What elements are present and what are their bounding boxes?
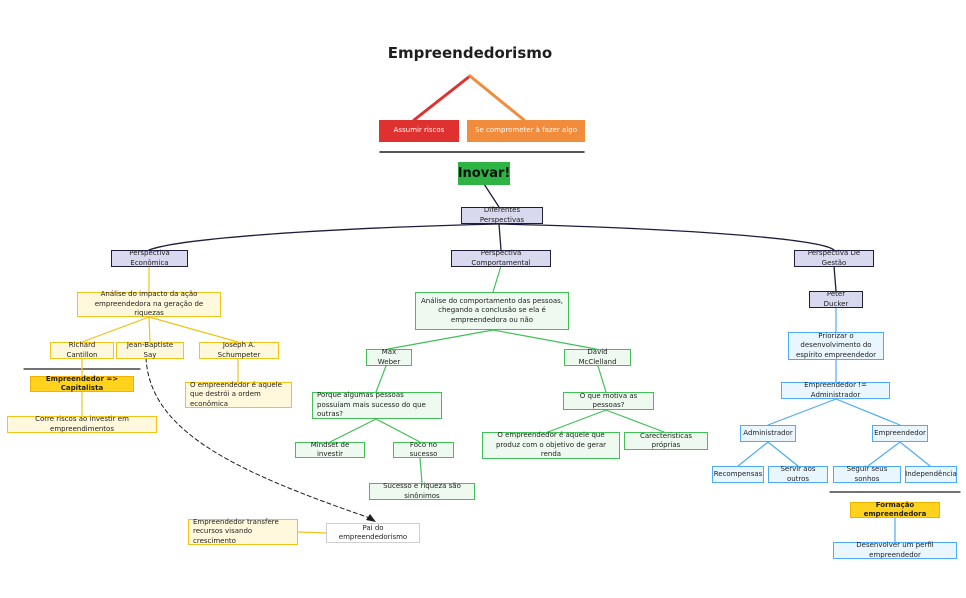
node-david-mcclelland: David McClelland	[564, 348, 631, 366]
node-destroi-ordem: O empreendedor é aquele que destrói a or…	[185, 381, 292, 408]
connector	[148, 316, 239, 343]
node-seguir-sonhos: Seguir seus sonhos	[833, 465, 901, 483]
node-perspectiva-gestao: Perspectiva De Gestão	[794, 249, 874, 267]
node-pai-empreendedorismo: Pai do empreendedorismo	[326, 523, 420, 543]
connector	[329, 418, 377, 443]
node-perspectiva-economica: Perspectiva Econômica	[111, 249, 188, 267]
node-assumir-riscos: Assumir riscos	[379, 120, 459, 142]
node-diferentes-perspectivas: Diferentes Perspectivas	[461, 206, 543, 224]
connector	[605, 409, 665, 433]
node-desenvolver-perfil: Desenvolver um perfil empreendedor	[833, 541, 957, 559]
node-empreendedor-capitalista: Empreendedor => Capitalista	[30, 375, 134, 392]
node-servir-aos-outros: Servir aos outros	[768, 465, 828, 483]
node-jean-baptiste-say: Jean-Baptiste Say	[116, 341, 184, 359]
node-porque-algumas-pessoas: Porque algumas pessoas possuíam mais suc…	[312, 391, 442, 419]
connector	[492, 265, 502, 293]
node-administrador: Administrador	[740, 425, 796, 442]
connector	[81, 316, 150, 343]
diagram-title: Empreendedorismo	[387, 44, 553, 62]
node-empreendedor-diferente-administrador: Empreendedor != Administrador	[781, 381, 890, 399]
node-independencia: Independência	[905, 466, 957, 483]
connector	[412, 74, 472, 122]
node-mindset-investir: Mindset de investir	[295, 441, 365, 458]
node-perspectiva-comportamental: Perspectiva Comportamental	[451, 249, 551, 267]
connector	[148, 316, 151, 343]
connector	[833, 265, 837, 292]
node-inovar: Inovar!	[458, 162, 510, 185]
connector	[498, 223, 835, 251]
node-o-que-motiva: O que motiva as pessoas?	[563, 392, 654, 410]
node-sucesso-riqueza: Sucesso e riqueza são sinônimos	[369, 482, 475, 500]
node-richard-cantillon: Richard Cantillon	[50, 341, 114, 359]
connector	[375, 418, 421, 443]
node-se-comprometer: Se comprometer à fazer algo	[467, 120, 585, 142]
node-transfere-recursos: Empreendedor transfere recursos visando …	[188, 518, 298, 545]
node-empreendedor: Empreendedor	[872, 425, 928, 442]
connector	[737, 441, 769, 467]
connector	[498, 223, 502, 251]
node-analise-impacto: Análise do impacto da ação empreendedora…	[77, 290, 221, 317]
connector	[419, 457, 423, 484]
connector	[547, 409, 607, 433]
connector	[297, 531, 327, 534]
dashed-connector	[145, 357, 371, 519]
connector	[492, 329, 597, 350]
node-joseph-schumpeter: Joseph A. Schumpeter	[199, 341, 279, 359]
node-foco-sucesso: Foco no sucesso	[393, 441, 454, 458]
node-caracteristicas-proprias: Carecteristicas próprias	[624, 432, 708, 450]
node-produz-renda: O empreendedor é aquele que produz com o…	[482, 431, 620, 459]
connector	[468, 74, 526, 122]
node-max-weber: Max Weber	[366, 348, 412, 366]
node-peter-ducker: Peter Ducker	[809, 290, 863, 308]
connector	[375, 365, 387, 393]
connector	[867, 441, 901, 467]
connector	[767, 441, 799, 467]
arrow-head	[366, 514, 376, 522]
connector	[387, 329, 494, 350]
connector	[597, 365, 607, 393]
connector	[767, 398, 837, 426]
connector	[483, 183, 500, 208]
node-corre-riscos: Corre riscos ao investir em empreendimen…	[7, 415, 157, 433]
node-recompensas: Recompensas	[712, 466, 764, 483]
node-formacao-empreendedora: Formação empreendedora	[850, 501, 940, 518]
connector	[835, 398, 901, 426]
node-analise-comportamento: Análise do comportamento das pessoas, ch…	[415, 292, 569, 330]
connector	[899, 441, 931, 467]
connector	[148, 223, 500, 251]
node-priorizar-desenvolvimento: Priorizar o desenvolvimento do espírito …	[788, 332, 884, 360]
